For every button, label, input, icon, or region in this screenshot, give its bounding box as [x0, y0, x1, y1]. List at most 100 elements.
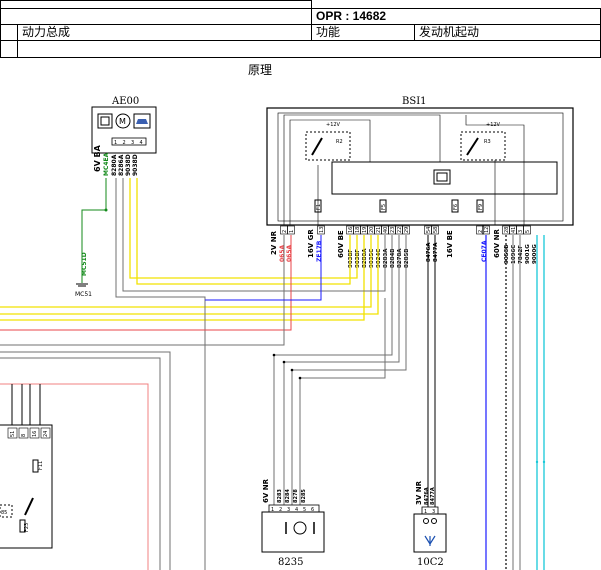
bsi1-conn-16vbe: 16V BE: [446, 230, 454, 258]
c8235-pin: 4: [295, 507, 298, 513]
bsi1-wire-label: 8283A: [383, 248, 389, 268]
bsi1-conn-2vnr: 2V NR: [270, 230, 278, 255]
svg-text:F11: F11: [38, 461, 44, 470]
harness-wire: [0, 351, 171, 570]
bsi1-pin: 40: [383, 227, 389, 233]
bsi1-wire-label: 9001G: [525, 244, 531, 264]
relay-r2: [305, 131, 351, 161]
bsi1-pin: 41: [511, 227, 517, 233]
harness-wire: [291, 235, 407, 505]
harness-wire: [0, 235, 292, 331]
junction-node: [272, 353, 276, 357]
bsi1-pin: 54: [426, 227, 432, 233]
mc51-node: [104, 208, 108, 212]
mc51-wire: [81, 178, 107, 283]
svg-text:F9: F9: [478, 204, 484, 210]
r3-label: R3: [484, 139, 491, 145]
bsi1-wire-label: 9024C: [376, 249, 382, 268]
harness-wire: [0, 235, 365, 321]
bsi1-pin: 1: [289, 230, 295, 233]
bsi1-pin-box: [317, 225, 325, 235]
bsi1-pin: 22: [397, 227, 403, 233]
left-component-box: [0, 424, 53, 549]
bsi1-wire-label: 7842F: [518, 245, 524, 264]
ae00-connector: 6V BA: [93, 144, 102, 172]
c8235-connector: 6V NR: [262, 478, 270, 503]
bsi1-pin-box: [476, 225, 484, 235]
ae00-pin-strip: [111, 137, 147, 146]
bsi1-pin-box: [287, 225, 295, 235]
bsi1-inner-box: [277, 112, 564, 222]
r2-supply: +12V: [326, 122, 341, 128]
harness-wire: [283, 235, 400, 505]
car-icon-frame: [133, 113, 151, 129]
bsi1-wire-label: 9038F: [355, 249, 361, 268]
left-pin-box: [40, 427, 51, 439]
bsi1-pin-box: [482, 225, 490, 235]
svg-text:85: 85: [1, 510, 7, 516]
mc51-label: MC51: [75, 291, 92, 298]
harness-wire: [136, 178, 351, 285]
ae00-box: [91, 106, 157, 154]
bsi1-pin: 28: [504, 227, 510, 233]
ae00-wire-8280a: 8280A: [111, 154, 118, 176]
ae00-wire-8286a: 8286A: [118, 154, 125, 176]
left-relay: [0, 504, 13, 518]
harness-wire: [122, 178, 386, 292]
ae00-pin: 1: [114, 140, 117, 146]
left-fuse-f11: [32, 459, 39, 473]
header-table: OPR : 14682 动力总成 功能 发动机起动: [0, 0, 601, 58]
bsi1-wire-label: 8284B: [390, 249, 396, 269]
ae00-pin: 4: [140, 140, 143, 146]
left-fuse-f23: [19, 519, 26, 533]
bsi1-wire-label: 8477A: [433, 242, 439, 262]
bsi1-pin: 5: [525, 230, 531, 233]
bsi1-wire-label: 9035C: [369, 249, 375, 268]
bsi1-name: BSI1: [402, 96, 427, 107]
svg-text:1: 1: [424, 509, 427, 515]
fuse-f6: [451, 199, 459, 213]
bsi1-wire-ce07a: CE07A: [481, 240, 488, 262]
bsi1-wire-label: 8285B: [404, 249, 410, 269]
bsi1-wire-065a-2: 065A: [286, 244, 293, 262]
harness-wire: [0, 235, 285, 346]
left-pin: 51: [10, 431, 16, 437]
c10c2-name: 10C2: [417, 557, 444, 568]
svg-text:F23: F23: [24, 523, 30, 532]
system-name: 动力总成: [17, 24, 312, 41]
ae00-module-icon-inner: [100, 116, 110, 126]
header-spacer: [0, 8, 312, 25]
harness-wire: [273, 235, 393, 505]
ae00-wire-9038d-2: 9038D: [132, 154, 139, 176]
opr-number: OPR : 14682: [311, 8, 601, 25]
bsi1-wire-label: 8278A: [397, 248, 403, 268]
relay-r3: [460, 131, 506, 161]
bsi1-conn-60vbe: 60V BE: [337, 230, 345, 258]
c8235-pin: 6: [311, 507, 314, 513]
svg-text:3: 3: [432, 509, 435, 515]
c8235-name: 8235: [278, 557, 303, 568]
bsi1-pin: 19: [362, 227, 368, 233]
function-label: 功能: [311, 24, 415, 41]
function-value: 发动机起动: [414, 24, 601, 41]
motor-icon: [115, 113, 131, 129]
c8235-box: [261, 511, 325, 553]
junction-node: [542, 460, 546, 464]
c8235-wire-label: 8283: [277, 489, 283, 503]
c10c2-connector: 3V NR: [415, 480, 423, 505]
harness-wire: [129, 178, 358, 279]
left-pin: 24: [43, 431, 49, 437]
ae00-wire-9038d: 9038D: [125, 154, 132, 176]
bsi1-pin: 23: [390, 227, 396, 233]
ae00-wire-mc4ea: MC4EA: [103, 152, 110, 176]
mc51-wire-label: MC51D: [81, 252, 88, 276]
fuse-f9: [476, 199, 484, 213]
bsi1-processor: [331, 161, 558, 195]
bsi1-pin: 21: [376, 227, 382, 233]
junction-node: [290, 368, 294, 372]
bsi1-wire-label: 9038F: [348, 249, 354, 268]
left-pin-box: [7, 427, 18, 439]
bsi1-chip-icon: [433, 169, 451, 185]
left-pin: 16: [32, 431, 38, 437]
